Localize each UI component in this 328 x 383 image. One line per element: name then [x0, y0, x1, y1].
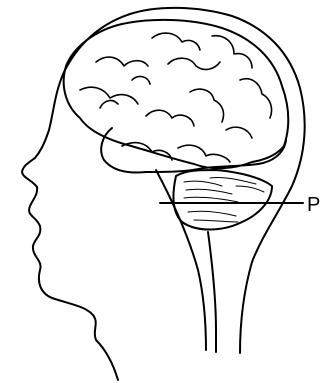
cerebrum-outline	[64, 20, 289, 168]
head-profile-outline	[22, 8, 305, 380]
cerebellum-hatching	[184, 177, 264, 222]
temporal-lobe-outline	[101, 128, 286, 173]
brain-stem-back	[208, 232, 216, 352]
cerebral-folds	[80, 33, 272, 162]
pointer-label: P	[307, 194, 320, 216]
